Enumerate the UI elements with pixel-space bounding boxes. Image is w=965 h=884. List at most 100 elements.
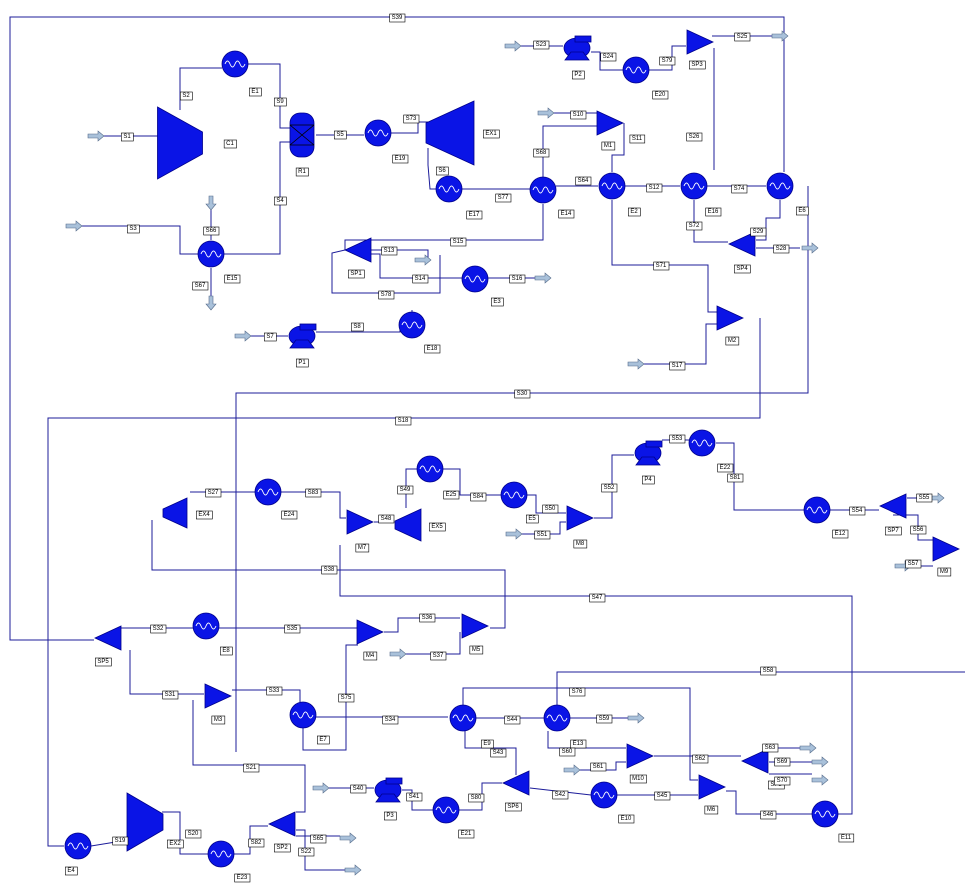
unit-label-box bbox=[355, 543, 370, 553]
stream-label-text: S82 bbox=[251, 840, 262, 846]
unit-e25[interactable] bbox=[416, 455, 444, 483]
unit-label-text: E5 bbox=[528, 516, 536, 522]
pump-base-icon bbox=[375, 793, 401, 803]
stream-label-box bbox=[412, 274, 429, 284]
zigzag-icon bbox=[683, 182, 705, 190]
unit-m4[interactable] bbox=[356, 619, 384, 645]
unit-sp5[interactable] bbox=[94, 625, 122, 651]
unit-p3[interactable] bbox=[374, 777, 403, 803]
unit-e23[interactable] bbox=[207, 840, 235, 868]
unit-label-text: E13 bbox=[573, 741, 584, 747]
unit-label-text: E17 bbox=[469, 212, 480, 218]
unit-e22[interactable] bbox=[688, 429, 716, 457]
unit-sp1[interactable] bbox=[344, 237, 372, 263]
unit-label-text: EX2 bbox=[169, 841, 181, 847]
unit-sp4[interactable] bbox=[728, 231, 756, 257]
unit-p2[interactable] bbox=[563, 35, 592, 61]
unit-p1[interactable] bbox=[288, 323, 317, 349]
unit-sp2[interactable] bbox=[268, 811, 296, 837]
unit-e2[interactable] bbox=[598, 172, 626, 200]
unit-ex5[interactable] bbox=[394, 508, 422, 542]
unit-e4[interactable] bbox=[64, 832, 92, 860]
unit-p4[interactable] bbox=[634, 440, 663, 466]
unit-e1[interactable] bbox=[221, 50, 249, 78]
compressor-icon bbox=[157, 106, 203, 180]
stream-line-s58 bbox=[556, 671, 965, 705]
stream-label-text: S43 bbox=[493, 750, 504, 756]
unit-ex2[interactable] bbox=[126, 792, 164, 852]
unit-label: M9 bbox=[937, 567, 952, 577]
unit-label: E17 bbox=[466, 210, 483, 220]
unit-label-box bbox=[466, 210, 483, 220]
unit-label-box bbox=[249, 87, 262, 97]
unit-e14[interactable] bbox=[529, 176, 557, 204]
unit-label: E25 bbox=[443, 490, 460, 500]
zigzag-icon bbox=[593, 791, 615, 799]
unit-sp7[interactable] bbox=[879, 493, 907, 519]
unit-label-box bbox=[295, 167, 309, 177]
stream-label-text: S66 bbox=[206, 228, 217, 234]
unit-label: P1 bbox=[296, 358, 309, 368]
unit-e7[interactable] bbox=[289, 701, 317, 729]
unit-e15[interactable] bbox=[197, 240, 225, 268]
stream-label-box bbox=[533, 148, 550, 158]
unit-m9[interactable] bbox=[932, 536, 960, 562]
unit-e10[interactable] bbox=[590, 781, 618, 809]
stream-label: S74 bbox=[731, 184, 748, 194]
unit-e13[interactable] bbox=[543, 704, 571, 732]
unit-m1[interactable] bbox=[596, 110, 624, 136]
unit-m5[interactable] bbox=[461, 613, 489, 639]
stream-label-box bbox=[774, 757, 791, 767]
unit-e20[interactable] bbox=[622, 56, 650, 84]
unit-e8[interactable] bbox=[192, 612, 220, 640]
unit-e11[interactable] bbox=[811, 800, 839, 828]
stream-line-s11 bbox=[611, 123, 625, 172]
feed-arrow bbox=[627, 358, 645, 370]
unit-m3[interactable] bbox=[204, 683, 232, 709]
stream-label: S70 bbox=[774, 776, 791, 786]
unit-sp8[interactable] bbox=[741, 748, 769, 774]
compressor-icon bbox=[126, 792, 164, 852]
unit-e16[interactable] bbox=[680, 172, 708, 200]
unit-e19[interactable] bbox=[364, 119, 392, 147]
unit-sp6[interactable] bbox=[502, 770, 530, 796]
unit-m7[interactable] bbox=[346, 509, 374, 535]
unit-c1[interactable] bbox=[157, 106, 203, 180]
unit-e18[interactable] bbox=[398, 311, 426, 339]
unit-e5[interactable] bbox=[500, 481, 528, 509]
stream-line-s15 bbox=[344, 204, 544, 250]
unit-label-text: E15 bbox=[227, 276, 238, 282]
unit-m6[interactable] bbox=[698, 774, 726, 800]
stream-label-box bbox=[905, 559, 922, 569]
unit-sp3[interactable] bbox=[686, 29, 714, 55]
unit-m2[interactable] bbox=[716, 305, 744, 331]
feed-arrow bbox=[87, 130, 105, 142]
stream-label-box bbox=[659, 56, 676, 66]
unit-r1[interactable] bbox=[289, 112, 315, 158]
stream-label-text: S71 bbox=[656, 263, 667, 269]
unit-m10[interactable] bbox=[626, 743, 654, 769]
stream-label: S50 bbox=[542, 504, 559, 514]
unit-e3[interactable] bbox=[461, 265, 489, 293]
feed-arrow bbox=[414, 254, 432, 266]
unit-ex1[interactable] bbox=[425, 100, 475, 166]
catalyst-bed-icon bbox=[289, 124, 315, 146]
unit-e24[interactable] bbox=[254, 478, 282, 506]
unit-ex4[interactable] bbox=[162, 497, 188, 529]
unit-label-text: E3 bbox=[493, 299, 501, 305]
unit-e9[interactable] bbox=[449, 704, 477, 732]
unit-m8[interactable] bbox=[566, 505, 594, 531]
stream-label-text: S74 bbox=[734, 186, 745, 192]
unit-e6[interactable] bbox=[766, 172, 794, 200]
unit-e21[interactable] bbox=[432, 796, 460, 824]
stream-label-box bbox=[654, 791, 671, 801]
mixer-icon bbox=[461, 613, 489, 639]
unit-label: E20 bbox=[652, 90, 669, 100]
unit-label: E24 bbox=[281, 510, 298, 520]
unit-label-text: M10 bbox=[632, 776, 644, 782]
stream-label-text: S70 bbox=[777, 778, 788, 784]
unit-e12[interactable] bbox=[803, 496, 831, 524]
unit-e17[interactable] bbox=[435, 175, 463, 203]
unit-label-text: E23 bbox=[237, 875, 248, 881]
